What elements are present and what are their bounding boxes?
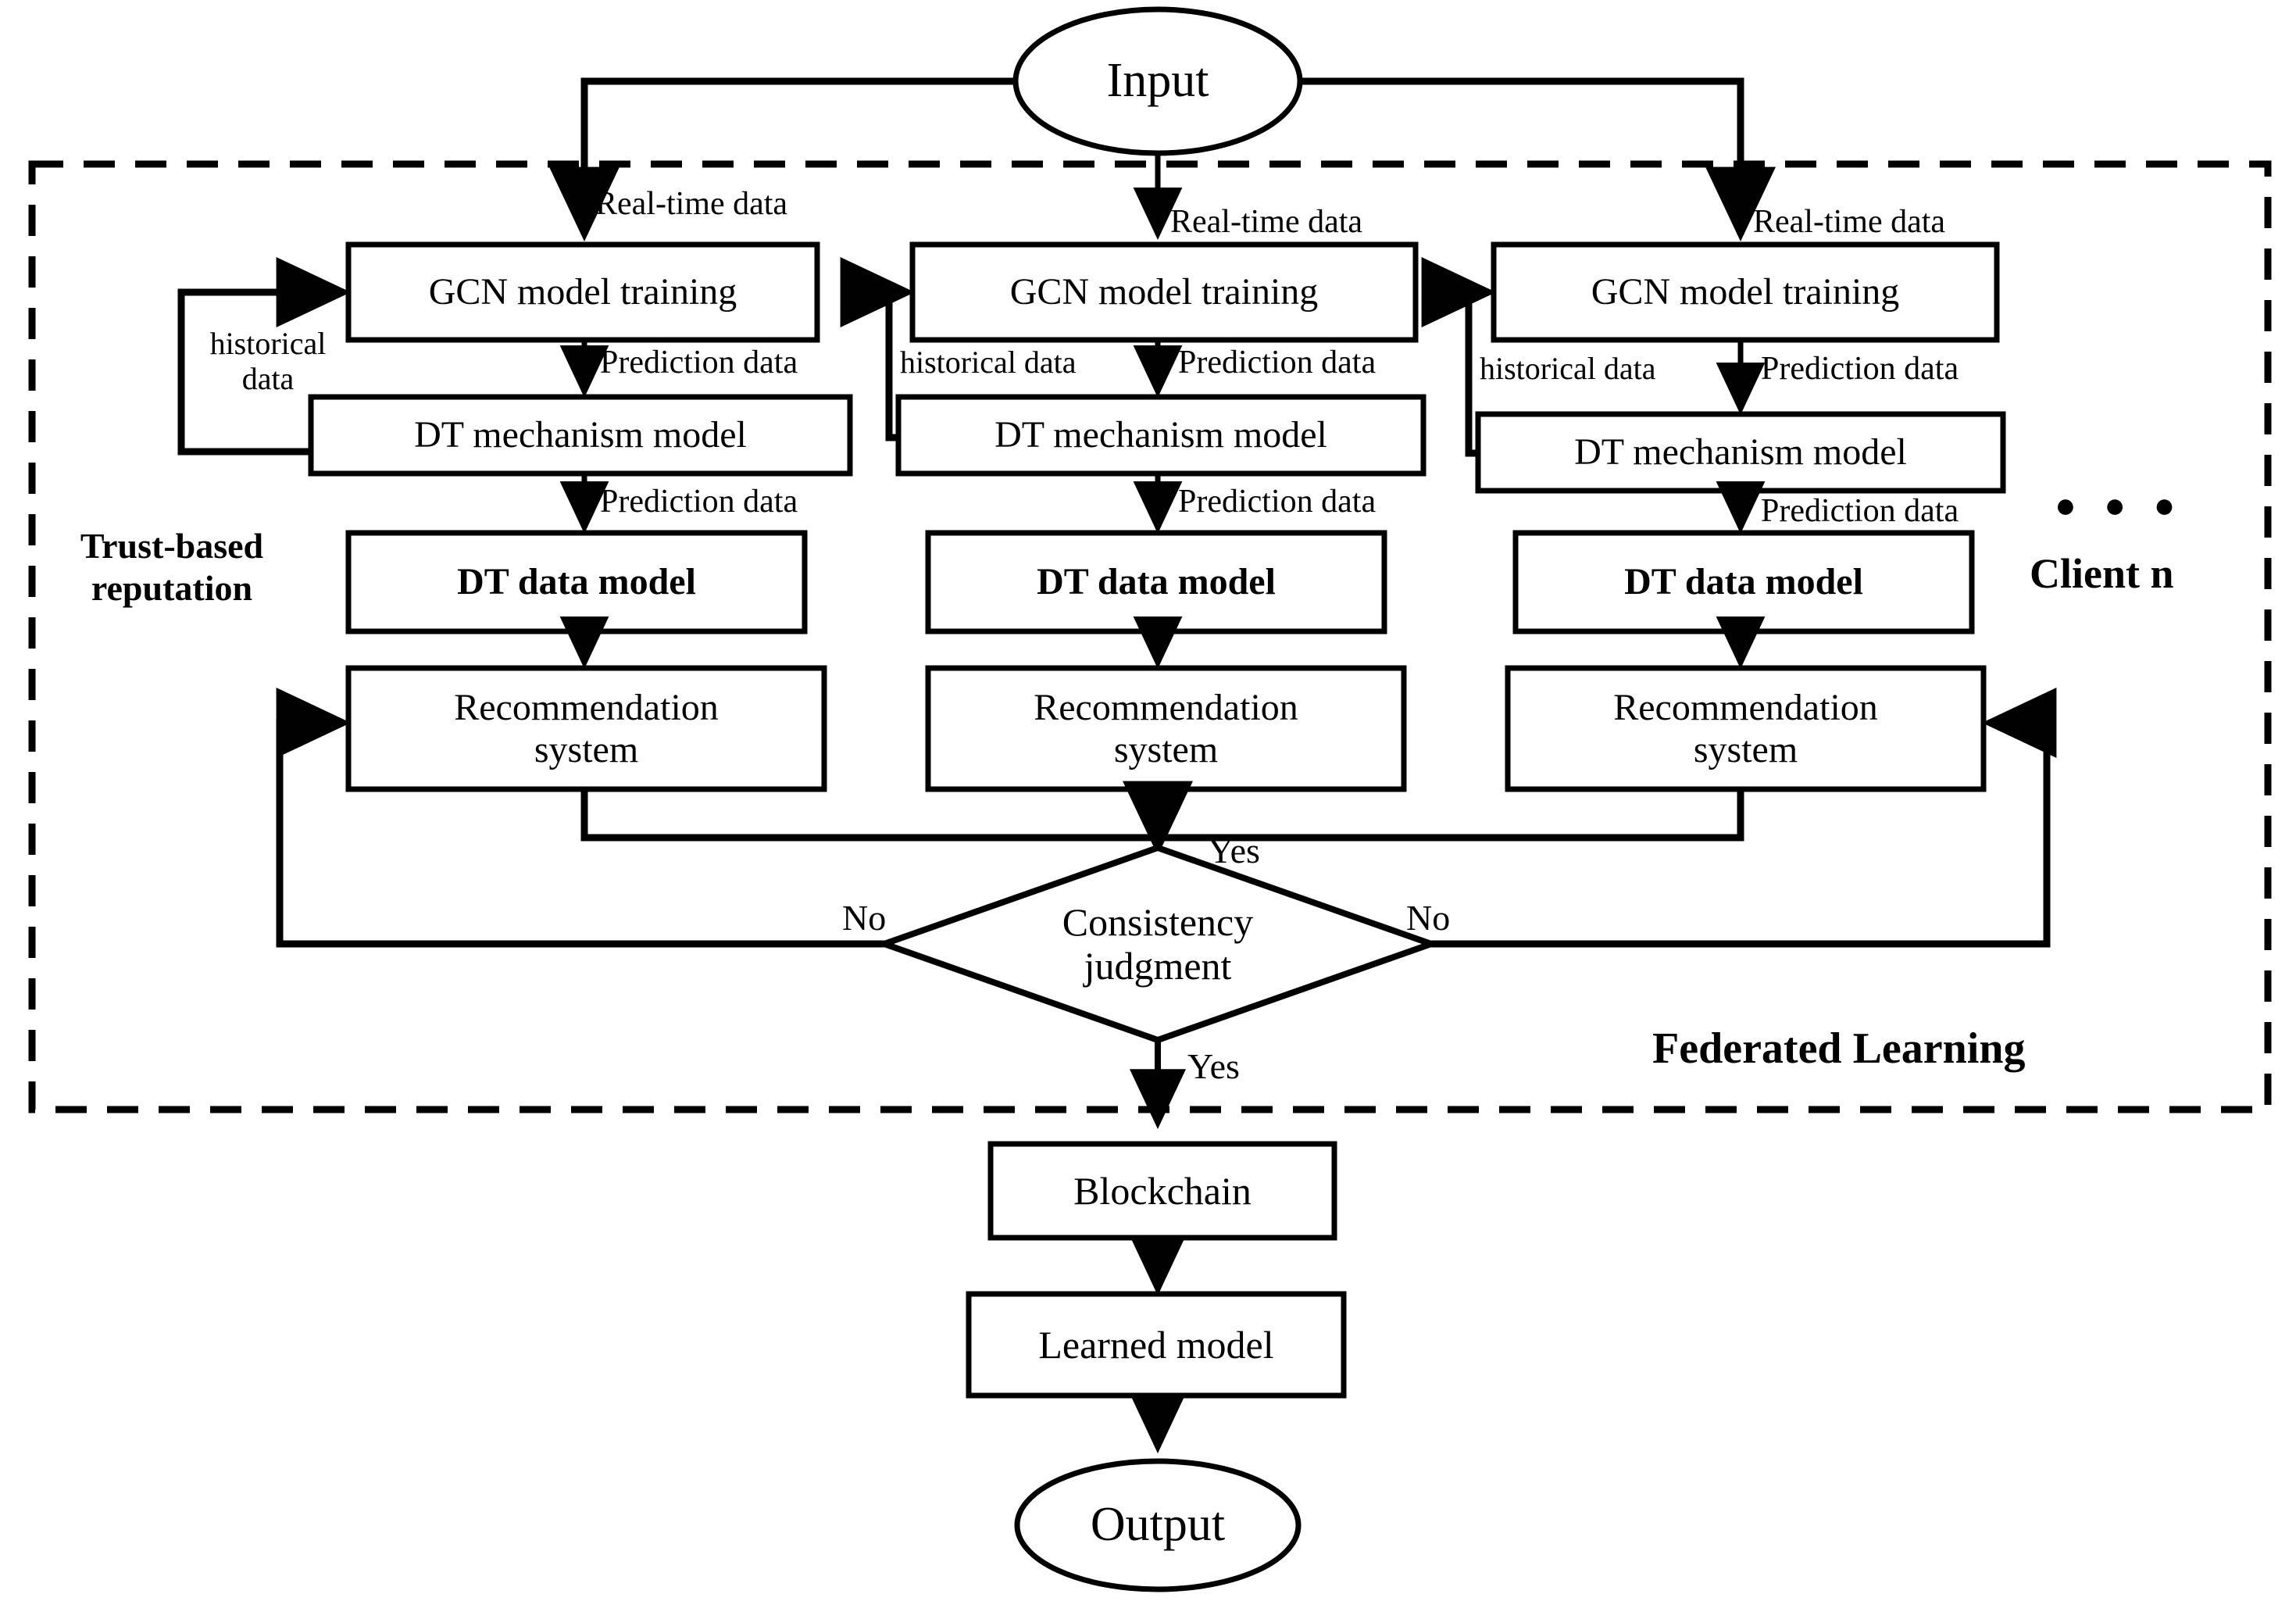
dt-data-model-box-1 [345,530,808,634]
recommendation-system-label-1: Recommendation system [348,668,824,789]
historical-data-feedback-loop-2 [840,257,915,441]
output-node-label: Output [1090,1498,1226,1552]
recommendation-system-box-3 [1505,665,1987,792]
input-node-label: Input [1106,54,1209,108]
gcn-model-training-box-2 [909,241,1419,343]
edge-label-historical-data-line-2: data [241,360,295,396]
dt-mechanism-model-label-1: DT mechanism model [414,414,747,456]
recommendation-system-line-1: Recommendation [1613,686,1878,728]
edge-label-prediction-data-2b: Prediction data [1178,484,1377,520]
dt-data-model-label-3: DT data model [1624,561,1863,603]
edge-label-prediction-data-1b: Prediction data [600,484,798,520]
branch-label-yes-top: Yes [1208,831,1260,870]
edge-label-historical-data-1: historical data [194,326,342,397]
gcn-model-training-box-3 [1491,241,2000,343]
recommendation-collector-bus [580,789,1744,842]
edge-label-historical-data-line-1: historical [209,326,327,361]
ellipsis-more-clients-icon: ● ● ● [2055,485,2185,525]
edge-label-historical-data-2: historical data [900,345,1077,380]
historical-data-feedback-loop-3 [1421,257,1496,457]
federated-learning-label: Federated Learning [1652,1024,2026,1073]
recommendation-system-line-1: Recommendation [454,686,719,728]
learned-model-label: Learned model [1038,1323,1274,1367]
branch-label-no-right: No [1406,898,1451,938]
trust-based-reputation-line-1: Trust-based [80,526,264,566]
dt-data-model-label-2: DT data model [1037,561,1276,603]
learned-model-box [966,1291,1347,1399]
edge-label-prediction-data-1a: Prediction data [600,345,798,381]
edge-label-realtime-data-2: Real-time data [1170,204,1363,240]
branch-label-yes-bottom: Yes [1187,1046,1240,1086]
trust-based-reputation-label: Trust-based reputation [39,525,305,610]
edge-label-historical-data-3: historical data [1480,351,1656,386]
input-to-client3-connector [1300,77,1776,241]
gcn-model-training-label-3: GCN model training [1591,271,1900,313]
blockchain-box [987,1141,1337,1241]
recommendation-system-line-1: Recommendation [1034,686,1298,728]
consistency-judgment-label: Consistency judgment [977,874,1339,1014]
edge-label-realtime-data-1: Real-time data [595,186,788,222]
dt-data-model-label-1: DT data model [457,561,696,603]
dt-mechanism-model-label-2: DT mechanism model [994,414,1327,456]
consistency-judgment-line-2: judgment [1084,944,1232,988]
no-branch-left-feedback-loop [276,688,884,948]
edge-label-realtime-data-3: Real-time data [1753,204,1946,240]
output-node-shape [1014,1458,1302,1592]
edge-label-prediction-data-3a: Prediction data [1761,351,1959,387]
blockchain-label: Blockchain [1073,1169,1252,1213]
input-to-client1-connector [549,77,1016,241]
edge-label-prediction-data-2a: Prediction data [1178,345,1377,381]
edge-label-prediction-data-3b: Prediction data [1761,493,1959,529]
client-n-label: Client n [2030,550,2174,597]
recommendation-system-line-2: system [1113,728,1219,770]
dt-data-model-box-3 [1512,530,1975,634]
trust-based-reputation-line-2: reputation [91,568,253,609]
recommendation-system-line-2: system [534,728,639,770]
dt-mechanism-model-label-3: DT mechanism model [1574,431,1907,474]
gcn-model-training-label-1: GCN model training [428,271,737,313]
branch-label-no-left: No [842,898,887,938]
no-branch-right-feedback-loop [1431,688,2057,948]
historical-data-feedback-loop-1 [177,257,351,456]
recommendation-system-label-3: Recommendation system [1508,668,1984,789]
recommendation-system-label-2: Recommendation system [928,668,1404,789]
dt-mechanism-model-box-1 [308,394,853,477]
gcn-model-training-label-2: GCN model training [1009,271,1319,313]
recommendation-system-line-2: system [1693,728,1798,770]
consistency-judgment-line-1: Consistency [1062,900,1254,944]
